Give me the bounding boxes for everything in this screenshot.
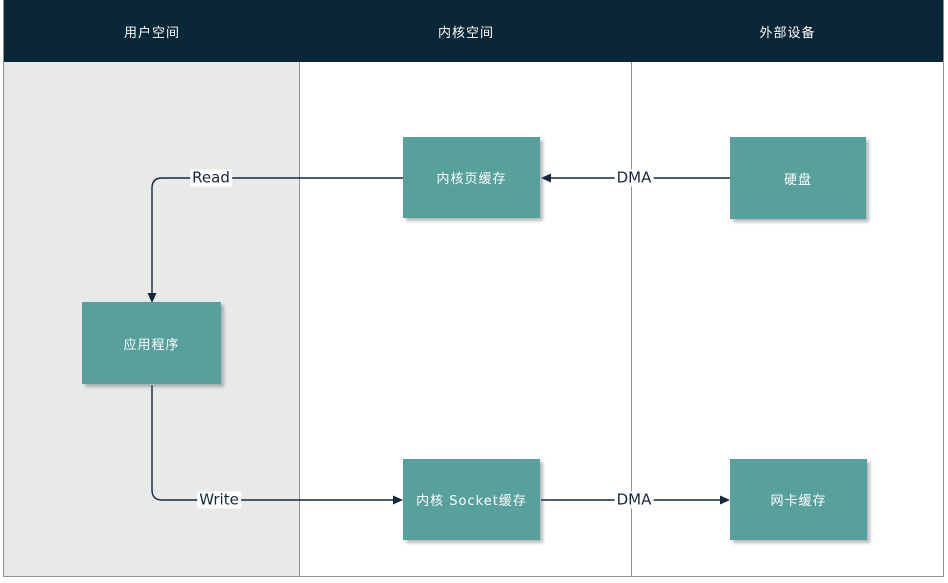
node-kernel-page-cache: 内核页缓存 bbox=[403, 137, 540, 218]
lane-header-user-space: 用户空间 bbox=[123, 25, 180, 41]
lane-header-kernel-space: 内核空间 bbox=[437, 25, 494, 41]
node-disk: 硬盘 bbox=[730, 137, 866, 219]
edge-label-dma-bottom: DMA bbox=[614, 490, 654, 509]
node-nic-cache: 网卡缓存 bbox=[730, 459, 867, 540]
node-kernel-socket-cache: 内核 Socket缓存 bbox=[403, 459, 540, 540]
edge-label-read: Read bbox=[190, 168, 232, 187]
swimlane-header: 用户空间 内核空间 外部设备 bbox=[4, 0, 943, 62]
lane-header-external-device: 外部设备 bbox=[759, 25, 816, 41]
edge-label-dma-top: DMA bbox=[614, 168, 654, 187]
edge-label-write: Write bbox=[197, 490, 241, 509]
node-application: 应用程序 bbox=[82, 302, 221, 384]
